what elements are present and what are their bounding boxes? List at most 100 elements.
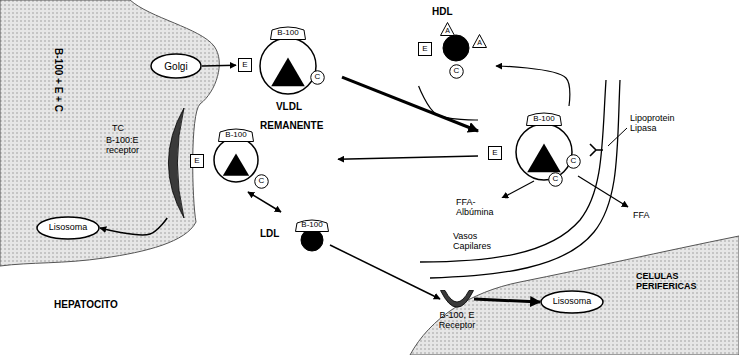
lysosome: Lisosoma xyxy=(540,290,604,314)
apoprotein-triangle: A xyxy=(472,34,487,48)
particle-shell xyxy=(516,124,572,180)
outline xyxy=(271,27,306,40)
node-text: B-100 xyxy=(225,131,246,140)
outline xyxy=(296,220,329,232)
apoprotein-label: B-100 + E + C xyxy=(53,48,64,112)
node-text: C xyxy=(454,67,460,76)
apoprotein-circle: C xyxy=(566,154,581,169)
capillary-wall xyxy=(420,80,606,262)
ffa-arrow xyxy=(578,176,628,207)
conversion-arrow xyxy=(248,192,281,212)
node-text: B-100, E Receptor xyxy=(422,311,492,331)
lipase-symbol xyxy=(590,144,603,156)
apoprotein-cap: B-100 xyxy=(218,128,254,142)
outline xyxy=(37,217,99,239)
golgi-organelle: Golgi xyxy=(150,53,202,79)
particle-shell xyxy=(214,138,258,182)
remnant-arrow xyxy=(338,156,478,159)
endocytosis-arrow xyxy=(100,218,167,235)
vldl-particle: VLDL B-100E C xyxy=(236,22,342,114)
cell-label: HEPATOCITO xyxy=(54,299,118,310)
enzyme-label: Lipoprotein Lipasa xyxy=(630,114,692,134)
outline xyxy=(441,23,455,36)
particle-core xyxy=(301,229,323,251)
outline xyxy=(239,59,252,72)
node-text: B-100 xyxy=(533,115,554,124)
outline xyxy=(191,155,204,168)
idl-particle: B-100E C C xyxy=(478,106,608,206)
endocytosis-arrow xyxy=(474,299,540,302)
apoprotein-box: E xyxy=(190,154,204,168)
node-text: B-100:E receptor xyxy=(106,136,156,156)
apoprotein-circle: C xyxy=(310,70,325,85)
node-text: E xyxy=(194,157,199,166)
node-text: B-100 xyxy=(277,29,298,38)
particle-name: LDL xyxy=(260,228,279,239)
uptake-arrow xyxy=(330,245,440,299)
peripheral-cell xyxy=(410,236,739,355)
particle-core xyxy=(443,35,469,61)
node-text: A xyxy=(477,39,482,47)
hepatocyte-cell xyxy=(0,0,219,266)
particle-core xyxy=(223,153,249,175)
outline xyxy=(450,65,464,79)
node-text: E xyxy=(492,149,497,158)
node-text: C xyxy=(259,177,265,186)
receptor-shape xyxy=(168,108,184,218)
ffa-arrow xyxy=(502,181,534,198)
apoprotein-cap: B-100 xyxy=(526,112,562,126)
node-text: Golgi xyxy=(164,61,187,72)
capillary-wall xyxy=(430,80,620,278)
product-label: FFA- Albúmina xyxy=(455,198,505,218)
particle-name: VLDL xyxy=(236,101,342,112)
particle-name: REMANENTE xyxy=(260,120,323,131)
node-text: C xyxy=(553,175,559,184)
apoprotein-circle: C xyxy=(449,64,464,79)
receptor-cup: B-100, E Receptor xyxy=(440,290,474,308)
cell-label: CELULAS PERIFERICAS xyxy=(636,272,732,292)
node-text: E xyxy=(242,61,247,70)
leader-line xyxy=(608,128,627,146)
ldl-particle: LDL B-100 xyxy=(260,212,330,256)
apoprotein-circle: C xyxy=(254,174,269,189)
remnant-particle: REMANENTE B-100E C xyxy=(188,116,338,192)
hdl-particle: HDL A A E C xyxy=(410,6,496,86)
product-label: FFA xyxy=(632,211,651,221)
receptor-shape xyxy=(441,291,474,308)
node-text: C xyxy=(571,157,577,166)
node-text: Lisosoma xyxy=(553,297,592,307)
outline xyxy=(219,129,254,142)
outline xyxy=(567,155,581,169)
apoprotein-box: E xyxy=(418,42,432,56)
lipolysis-arrow xyxy=(342,77,478,131)
node-text: B-100 xyxy=(301,221,322,230)
outline xyxy=(419,43,432,56)
outline xyxy=(541,291,603,313)
lipid-label: TC xyxy=(112,124,124,134)
node-text: E xyxy=(422,45,427,54)
receptor-band: B-100:E receptor xyxy=(160,108,184,218)
receptor-band-outline xyxy=(160,108,184,218)
node-text: C xyxy=(315,73,321,82)
exchange-line xyxy=(419,86,478,120)
node-text: A xyxy=(445,27,450,35)
particle-core xyxy=(271,58,305,87)
apoprotein-cap: B-100 xyxy=(270,26,306,40)
particle-name: HDL xyxy=(432,6,453,17)
outline xyxy=(489,147,502,160)
node-text: Lisosoma xyxy=(49,223,88,233)
receptor-cup-outline xyxy=(440,290,474,308)
lysosome: Lisosoma xyxy=(36,216,100,240)
outline xyxy=(473,35,487,48)
outline xyxy=(527,113,562,126)
particle-core xyxy=(527,144,561,173)
particle-shell xyxy=(260,38,316,94)
secretion-arrow xyxy=(202,64,236,66)
outline xyxy=(255,175,269,189)
outline xyxy=(151,54,201,78)
apoprotein-box: E xyxy=(238,58,252,72)
apoprotein-cap: B-100 xyxy=(295,219,329,232)
apoprotein-circle: C xyxy=(548,172,563,187)
vessel-label: Vasos Capilares xyxy=(452,232,502,252)
outline xyxy=(311,71,325,85)
